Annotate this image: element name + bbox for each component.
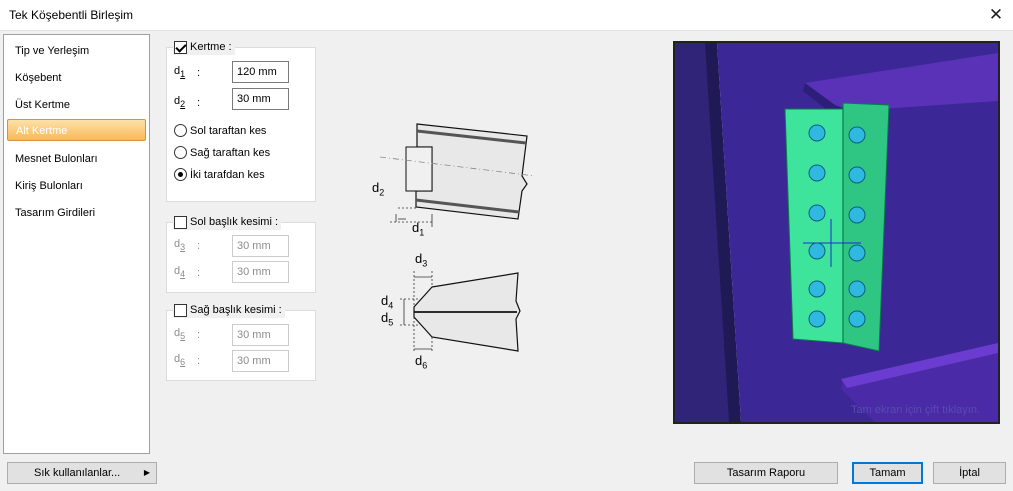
column-flange	[675, 43, 737, 422]
notch-diagram-top	[379, 123, 536, 227]
beam-top-flange	[805, 53, 998, 111]
d3-input[interactable]: 30 mm	[232, 235, 289, 257]
radio-indicator[interactable]	[174, 168, 187, 181]
beam-bottom-flange-edge	[841, 343, 998, 388]
radio-label: Sol taraftan kes	[190, 124, 267, 137]
radio-label: Sağ taraftan kes	[190, 146, 271, 159]
radio-indicator[interactable]	[174, 124, 187, 137]
bolt-head	[808, 280, 826, 298]
3d-preview[interactable]: Tam ekran için çift tıklayın.	[673, 41, 1000, 424]
radio-sag-taraftan-kes[interactable]: Sağ taraftan kes	[174, 146, 270, 159]
d1-input[interactable]: 120 mm	[232, 61, 289, 83]
sidebar-item-tasarim-girdileri[interactable]: Tasarım Girdileri	[15, 207, 96, 219]
d5-label: d5	[174, 327, 186, 342]
close-icon[interactable]: ✕	[988, 5, 1004, 24]
sidebar-item-tip-ve-yerlesim[interactable]: Tip ve Yerleşim	[15, 45, 90, 57]
bolt-head	[808, 310, 826, 328]
column-flange-edge	[705, 43, 741, 422]
d1-label: d1	[174, 65, 186, 80]
bolt-head	[848, 280, 866, 298]
diagram-label-d5: d5	[381, 310, 394, 328]
sidebar-item-mesnet-bulonlari[interactable]: Mesnet Bulonları	[15, 153, 98, 165]
d2-label: d2	[174, 95, 186, 110]
d5-colon: :	[197, 329, 201, 341]
d2-input[interactable]: 30 mm	[232, 88, 289, 110]
sidebar-item-ust-kertme[interactable]: Üst Kertme	[15, 99, 71, 111]
radio-sol-taraftan-kes[interactable]: Sol taraftan kes	[174, 124, 266, 137]
beam-top-flange	[416, 129, 527, 145]
d3-label: d3	[174, 238, 186, 253]
beam-bottom-flange	[841, 343, 998, 422]
d1-colon: :	[197, 67, 201, 79]
ok-button[interactable]: Tamam	[852, 462, 923, 484]
d4-input[interactable]: 30 mm	[232, 261, 289, 283]
sidebar-item-alt-kertme[interactable]: Alt Kertme	[7, 119, 146, 141]
d4-label: d4	[174, 265, 186, 280]
bolt-head	[808, 164, 826, 182]
window-title: Tek Köşebentli Birleşim	[9, 8, 134, 22]
kertme-group: d1 : 120 mm d2 : 30 mm Sol taraftan kes …	[166, 47, 316, 202]
sol-baslik-checkbox[interactable]: Sol başlık kesimi :	[173, 214, 282, 230]
sidebar-item-kosebent[interactable]: Köşebent	[15, 72, 62, 84]
bolt-group	[808, 124, 866, 328]
bolt-head	[808, 204, 826, 222]
cancel-button[interactable]: İptal	[933, 462, 1006, 484]
bolt-head	[808, 124, 826, 142]
d5-input[interactable]: 30 mm	[232, 324, 289, 346]
bolt-head	[848, 310, 866, 328]
bolt-head	[848, 206, 866, 224]
checkbox-indicator[interactable]	[174, 303, 187, 317]
3d-preview-render	[675, 43, 998, 422]
sag-baslik-group: d5 : 30 mm d6 : 30 mm	[166, 310, 316, 381]
preview-hint: Tam ekran için çift tıklayın.	[851, 404, 980, 416]
checkbox-indicator[interactable]	[174, 40, 187, 54]
d3-colon: :	[197, 240, 201, 252]
chevron-right-icon: ▶	[143, 468, 150, 477]
diagram-label-d3: d3	[415, 251, 428, 269]
sag-baslik-label: Sağ başlık kesimi :	[190, 304, 282, 316]
diagram-label-d2: d2	[372, 180, 385, 198]
d6-label: d6	[174, 353, 186, 368]
favorites-label: Sık kullanılanlar...	[34, 467, 121, 479]
sol-baslik-label: Sol başlık kesimi :	[190, 216, 279, 228]
radio-label: İki tarafdan kes	[190, 168, 265, 181]
d2-colon: :	[197, 97, 201, 109]
radio-iki-tarafdan-kes[interactable]: İki tarafdan kes	[174, 168, 265, 181]
sidebar-item-kiris-bulonlari[interactable]: Kiriş Bulonları	[15, 180, 83, 192]
bolt-head	[848, 166, 866, 184]
checkbox-indicator[interactable]	[174, 215, 187, 229]
sol-baslik-group: d3 : 30 mm d4 : 30 mm	[166, 222, 316, 293]
bolt-head	[808, 242, 826, 260]
kertme-label: Kertme :	[190, 41, 232, 53]
d6-colon: :	[197, 355, 201, 367]
beam-bottom-flange	[415, 198, 520, 214]
diagram-label-d1: d1	[412, 220, 425, 238]
d6-input[interactable]: 30 mm	[232, 350, 289, 372]
dialog-body: Tip ve Yerleşim Köşebent Üst Kertme Alt …	[0, 31, 1013, 491]
sag-baslik-checkbox[interactable]: Sağ başlık kesimi :	[173, 302, 285, 318]
notch-cut	[405, 146, 433, 192]
bolt-head	[848, 126, 866, 144]
design-report-button[interactable]: Tasarım Raporu	[694, 462, 838, 484]
title-bar: Tek Köşebentli Birleşim ✕	[0, 0, 1013, 31]
d4-colon: :	[197, 267, 201, 279]
radio-indicator[interactable]	[174, 146, 187, 159]
diagram-label-d4: d4	[381, 293, 394, 311]
flange-cut-diagram	[400, 271, 521, 352]
kertme-checkbox[interactable]: Kertme :	[173, 39, 235, 55]
bolt-head	[848, 244, 866, 262]
sidebar: Tip ve Yerleşim Köşebent Üst Kertme Alt …	[3, 34, 150, 454]
diagram-label-d6: d6	[415, 353, 428, 371]
favorites-button[interactable]: Sık kullanılanlar... ▶	[7, 462, 157, 484]
centerline	[379, 156, 536, 177]
angle-leg	[784, 108, 844, 344]
